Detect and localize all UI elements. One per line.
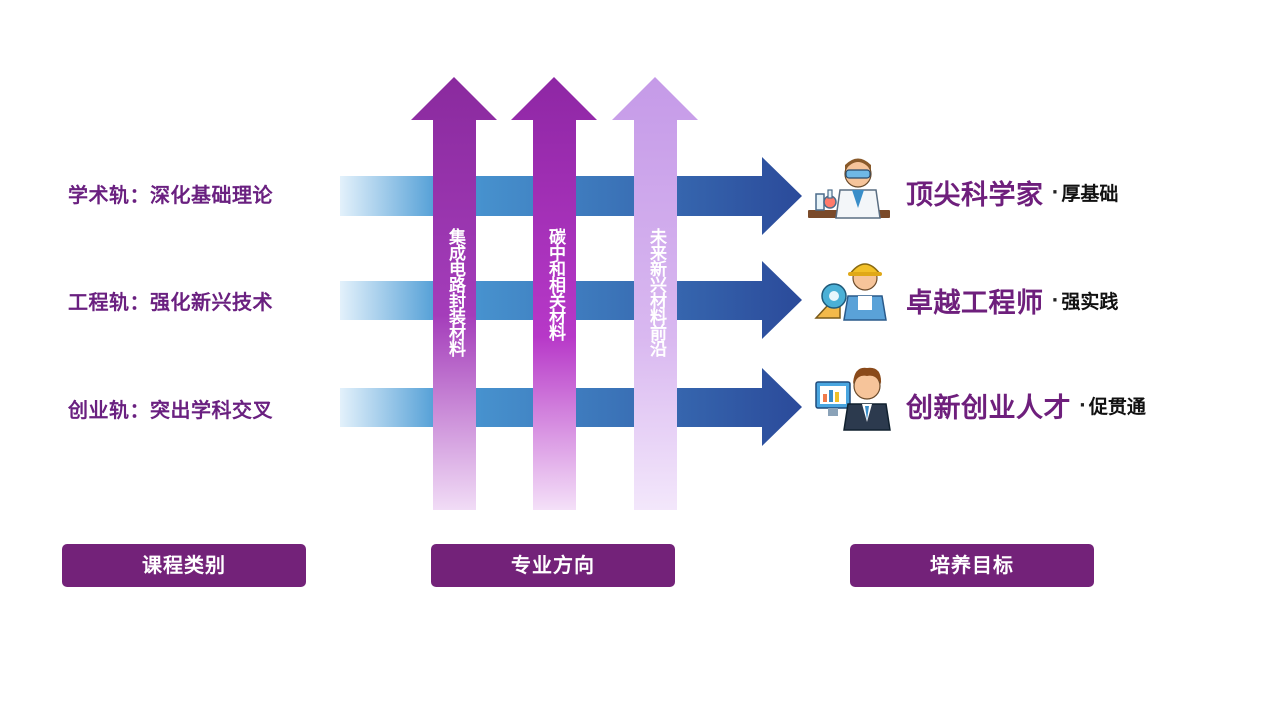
goal-scientist: 顶尖科学家 · 厚基础 xyxy=(906,172,1118,212)
goal-subtitle: 强实践 xyxy=(1061,290,1119,313)
goal-entrepreneur: 创新创业人才 · 促贯通 xyxy=(906,385,1146,425)
track-label-entrepreneurship: 创业轨：突出学科交叉 xyxy=(68,398,273,422)
direction-arrow-ic-packaging xyxy=(411,77,497,510)
goals-label: 培养目标 xyxy=(850,544,1094,587)
direction-arrow-carbon-neutral xyxy=(511,77,597,510)
goal-separator: · xyxy=(1051,289,1059,311)
goal-title: 创新创业人才 xyxy=(906,392,1071,424)
goal-title: 卓越工程师 xyxy=(906,287,1044,319)
track-label-academic: 学术轨：深化基础理论 xyxy=(68,183,273,207)
track-label-engineering: 工程轨：强化新兴技术 xyxy=(68,290,273,314)
direction-label-carbon-neutral: 碳中和相关材料 xyxy=(545,228,565,340)
goal-subtitle: 促贯通 xyxy=(1088,395,1146,418)
goal-title: 顶尖科学家 xyxy=(906,179,1044,211)
goal-subtitle: 厚基础 xyxy=(1061,182,1119,205)
majors-label: 专业方向 xyxy=(431,544,675,587)
direction-label-ic-packaging: 集成电路封装材料 xyxy=(445,228,465,356)
goal-separator: · xyxy=(1051,181,1059,203)
goal-separator: · xyxy=(1079,394,1086,416)
entrepreneur-icon xyxy=(815,367,891,431)
direction-label-frontier: 未来新兴材料前沿 xyxy=(646,228,666,356)
direction-arrow-frontier xyxy=(612,77,698,510)
engineer-icon xyxy=(814,263,887,321)
scientist-icon xyxy=(808,158,890,219)
goal-engineer: 卓越工程师 · 强实践 xyxy=(906,280,1118,320)
course-types-label: 课程类别 xyxy=(62,544,306,587)
